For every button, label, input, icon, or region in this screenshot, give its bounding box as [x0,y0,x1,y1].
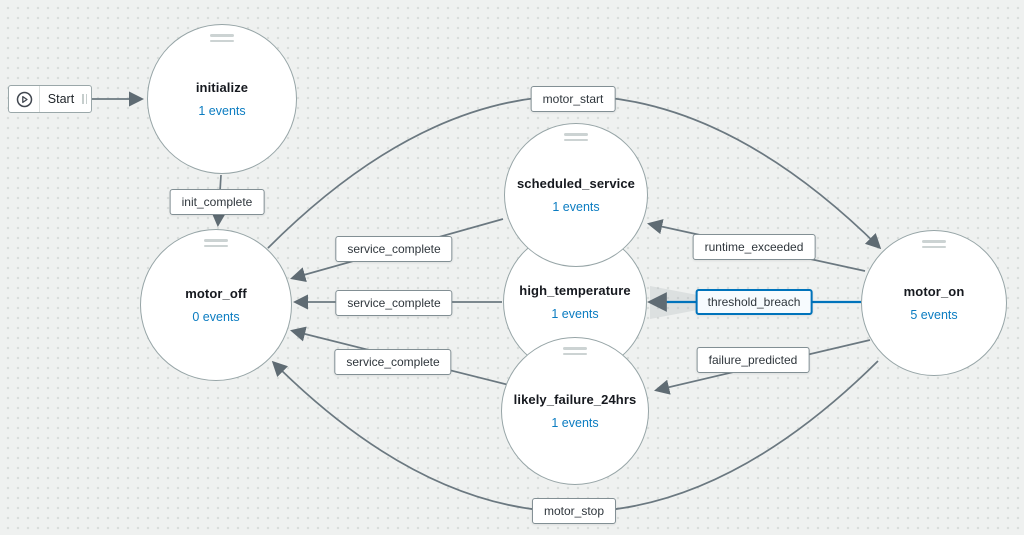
state-events-link[interactable]: 1 events [552,200,600,214]
state-title: motor_on [903,284,965,299]
state-events-link[interactable]: 5 events [910,308,958,322]
drag-handle-icon[interactable] [563,347,587,355]
state-title: likely_failure_24hrs [513,392,637,407]
state-node-motor-off[interactable]: motor_off 0 events [140,229,292,381]
state-node-likely-failure-24hrs[interactable]: likely_failure_24hrs 1 events [501,337,649,485]
state-node-motor-on[interactable]: motor_on 5 events [861,230,1007,376]
play-circle-icon [9,86,40,112]
transition-label-service-complete-2[interactable]: service_complete [335,290,453,316]
state-events-link[interactable]: 1 events [551,416,599,430]
state-title: scheduled_service [516,176,636,191]
drag-handle-icon[interactable] [922,240,946,248]
transition-label-service-complete-1[interactable]: service_complete [335,236,453,262]
state-title: motor_off [185,286,247,301]
state-title: high_temperature [519,283,631,298]
drag-handle-icon[interactable] [204,239,228,247]
transition-label-threshold-breach[interactable]: threshold_breach [695,289,813,315]
state-node-scheduled-service[interactable]: scheduled_service 1 events [504,123,648,267]
drag-handle-icon[interactable] [564,133,588,141]
transition-label-motor-start[interactable]: motor_start [530,86,616,112]
transition-label-init-complete[interactable]: init_complete [169,189,265,215]
state-node-initialize[interactable]: initialize 1 events [147,24,297,174]
start-node[interactable]: Start [8,85,92,113]
state-events-link[interactable]: 1 events [551,307,599,321]
transition-label-service-complete-3[interactable]: service_complete [334,349,452,375]
transition-label-failure-predicted[interactable]: failure_predicted [696,347,810,373]
transition-label-runtime-exceeded[interactable]: runtime_exceeded [692,234,816,260]
transition-label-motor-stop[interactable]: motor_stop [531,498,617,524]
start-label: Start [47,92,75,106]
state-events-link[interactable]: 1 events [198,104,246,118]
start-connector-handle[interactable] [82,94,87,104]
state-events-link[interactable]: 0 events [192,310,240,324]
drag-handle-icon[interactable] [210,34,234,42]
state-title: initialize [195,80,249,95]
